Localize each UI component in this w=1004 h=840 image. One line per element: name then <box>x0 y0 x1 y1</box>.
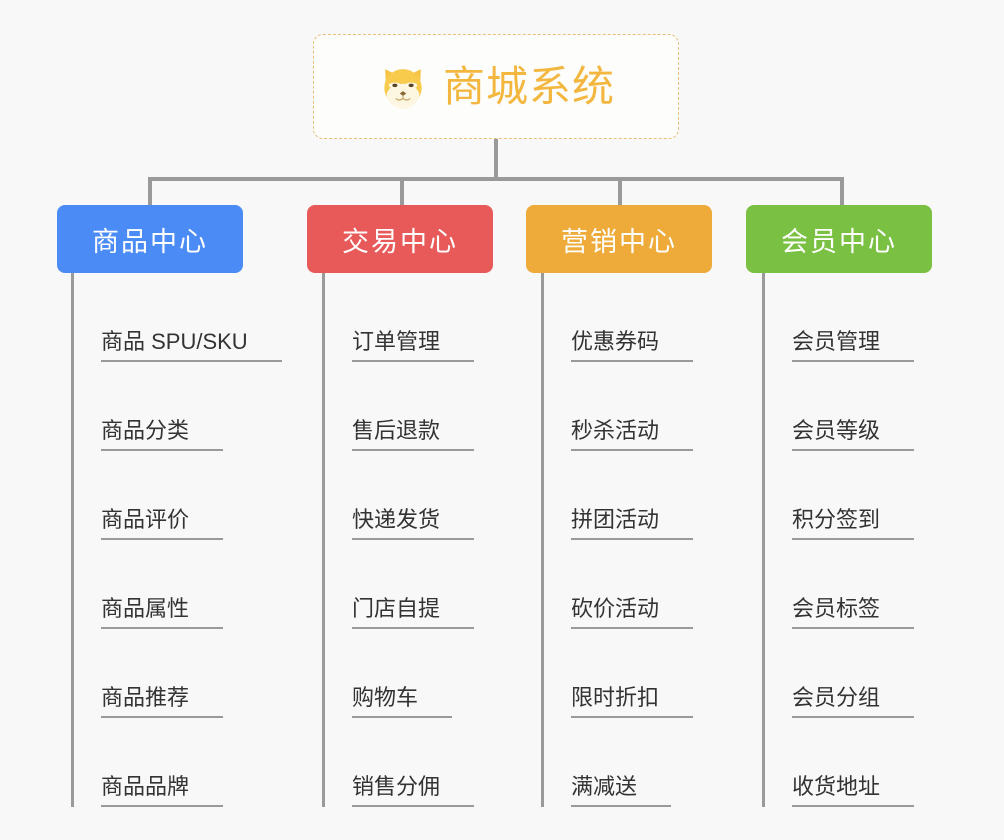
category-label: 商品中心 <box>92 226 208 257</box>
category-label: 营销中心 <box>561 226 677 257</box>
list-item[interactable]: 拼团活动 <box>541 451 694 540</box>
connector-root-stem <box>494 139 498 180</box>
leaf-label: 销售分佣 <box>352 774 475 807</box>
leaf-label: 会员分组 <box>792 685 915 718</box>
list-item[interactable]: 售后退款 <box>322 362 475 451</box>
list-item[interactable]: 商品品牌 <box>71 718 282 807</box>
category-box-member-center[interactable]: 会员中心 <box>746 205 932 273</box>
list-item[interactable]: 会员标签 <box>762 540 915 629</box>
column-spine <box>541 273 544 807</box>
category-box-trade-center[interactable]: 交易中心 <box>307 205 493 273</box>
column-spine <box>71 273 74 807</box>
root-node-mall-system[interactable]: 商城系统 <box>313 34 679 139</box>
list-item[interactable]: 限时折扣 <box>541 629 694 718</box>
column-spine <box>762 273 765 807</box>
leaf-label: 商品推荐 <box>101 685 224 718</box>
list-item[interactable]: 商品推荐 <box>71 629 282 718</box>
list-item[interactable]: 订单管理 <box>322 273 475 362</box>
list-item[interactable]: 商品属性 <box>71 540 282 629</box>
leaf-label: 快递发货 <box>352 507 475 540</box>
shiba-dog-face-icon <box>384 68 422 109</box>
list-item[interactable]: 商品 SPU/SKU <box>71 273 282 362</box>
connector-horizontal-bus <box>148 177 844 181</box>
leaf-column-product-center: 商品 SPU/SKU 商品分类 商品评价 商品属性 商品推荐 商品品牌 <box>71 273 282 807</box>
leaf-label: 砍价活动 <box>571 596 694 629</box>
leaf-label: 积分签到 <box>792 507 915 540</box>
leaf-label: 商品 SPU/SKU <box>101 329 282 362</box>
connector-drop-1 <box>148 177 152 205</box>
column-spine <box>322 273 325 807</box>
list-item[interactable]: 购物车 <box>322 629 474 718</box>
list-item[interactable]: 商品分类 <box>71 362 282 451</box>
leaf-label: 购物车 <box>352 685 453 718</box>
leaf-label: 会员等级 <box>792 418 915 451</box>
connector-drop-2 <box>400 177 404 205</box>
category-label: 交易中心 <box>342 226 458 257</box>
leaf-label: 会员管理 <box>792 329 915 362</box>
leaf-column-member-center: 会员管理 会员等级 积分签到 会员标签 会员分组 收货地址 <box>762 273 915 807</box>
leaf-label: 收货地址 <box>792 774 915 807</box>
leaf-label: 商品评价 <box>101 507 224 540</box>
leaf-label: 优惠券码 <box>571 329 694 362</box>
leaf-label: 商品品牌 <box>101 774 224 807</box>
leaf-label: 订单管理 <box>352 329 475 362</box>
list-item[interactable]: 快递发货 <box>322 451 475 540</box>
leaf-label: 商品分类 <box>101 418 224 451</box>
leaf-column-marketing-center: 优惠券码 秒杀活动 拼团活动 砍价活动 限时折扣 满减送 <box>541 273 694 807</box>
list-item[interactable]: 优惠券码 <box>541 273 694 362</box>
list-item[interactable]: 会员等级 <box>762 362 915 451</box>
list-item[interactable]: 会员分组 <box>762 629 915 718</box>
leaf-column-trade-center: 订单管理 售后退款 快递发货 门店自提 购物车 销售分佣 <box>322 273 475 807</box>
leaf-label: 秒杀活动 <box>571 418 694 451</box>
leaf-label: 限时折扣 <box>571 685 694 718</box>
leaf-label: 售后退款 <box>352 418 475 451</box>
leaf-label: 拼团活动 <box>571 507 694 540</box>
leaf-label: 商品属性 <box>101 596 224 629</box>
list-item[interactable]: 收货地址 <box>762 718 915 807</box>
list-item[interactable]: 满减送 <box>541 718 693 807</box>
leaf-label: 满减送 <box>571 774 672 807</box>
list-item[interactable]: 门店自提 <box>322 540 475 629</box>
connector-drop-4 <box>840 177 844 205</box>
connector-drop-3 <box>618 177 622 205</box>
leaf-label: 门店自提 <box>352 596 475 629</box>
list-item[interactable]: 销售分佣 <box>322 718 475 807</box>
list-item[interactable]: 商品评价 <box>71 451 282 540</box>
list-item[interactable]: 砍价活动 <box>541 540 694 629</box>
root-node-title: 商城系统 <box>442 62 615 110</box>
list-item[interactable]: 秒杀活动 <box>541 362 694 451</box>
list-item[interactable]: 积分签到 <box>762 451 915 540</box>
leaf-label: 会员标签 <box>792 596 915 629</box>
category-box-marketing-center[interactable]: 营销中心 <box>526 205 712 273</box>
category-label: 会员中心 <box>781 226 897 257</box>
category-box-product-center[interactable]: 商品中心 <box>57 205 243 273</box>
list-item[interactable]: 会员管理 <box>762 273 915 362</box>
